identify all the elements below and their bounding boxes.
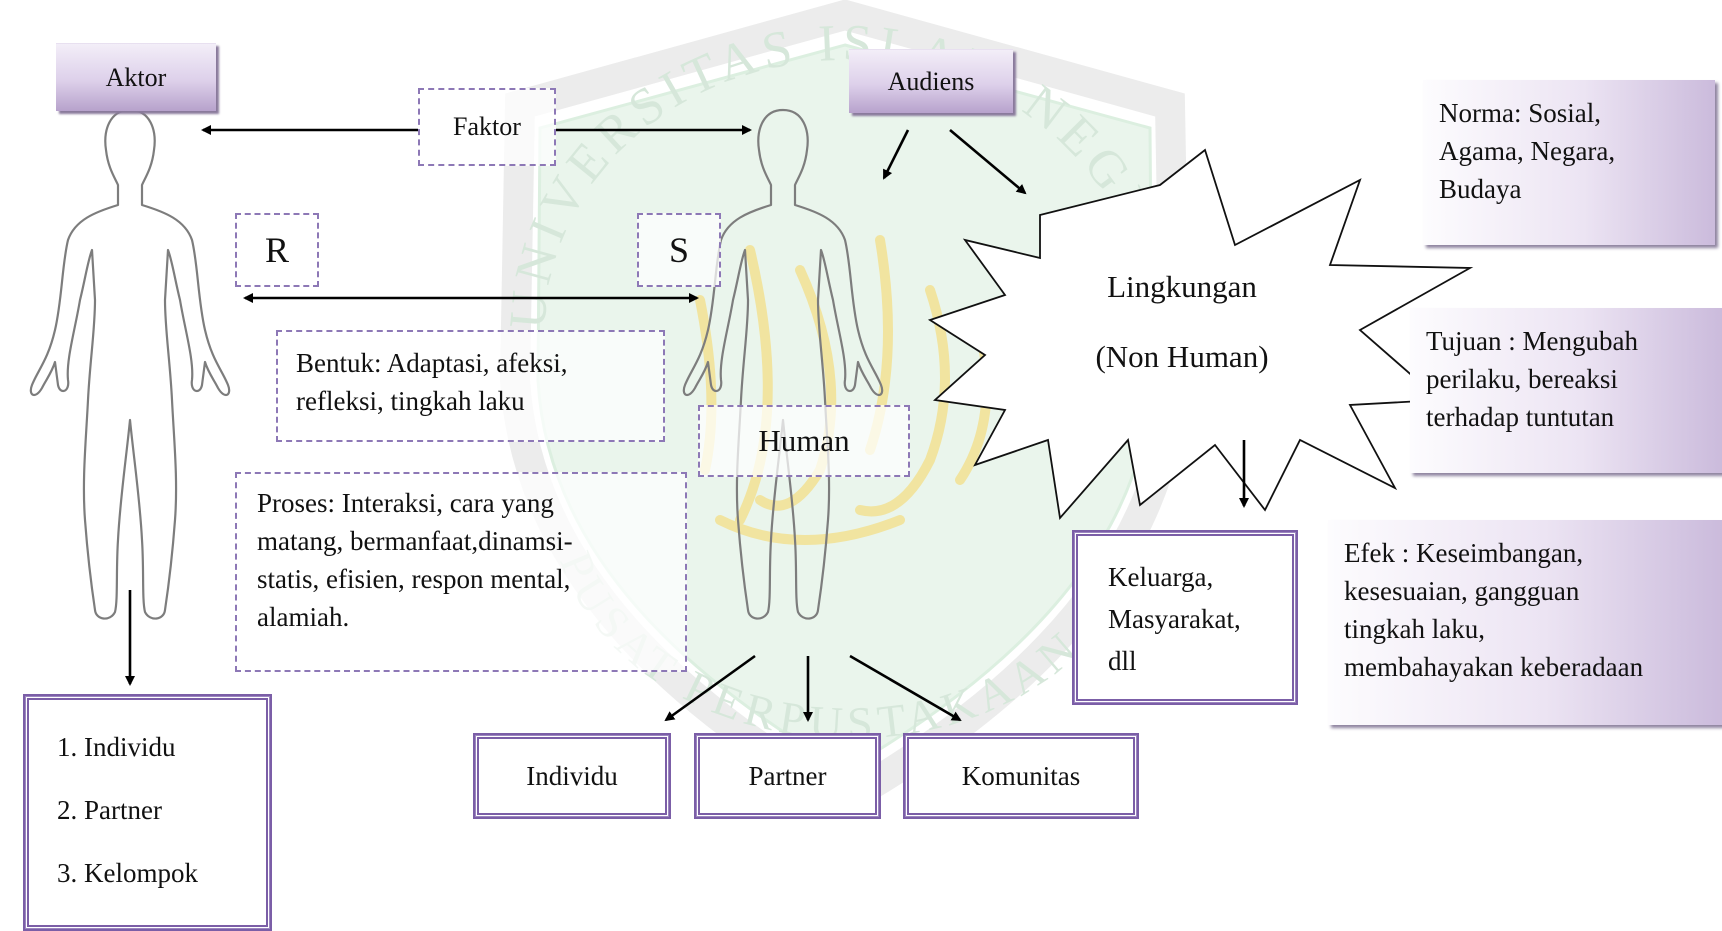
s-label: S [668,230,690,270]
goal-line-1: Tujuan : Mengubah [1426,326,1639,356]
norm-line-1: Norma: Sosial, [1439,98,1601,128]
env-type-line-2: Masyarakat, [1108,604,1241,634]
environment-line-2: (Non Human) [1095,339,1269,374]
factor-label: Faktor [453,112,521,141]
actor-type-item: 1. Individu [57,732,176,762]
actor-types-box: 1. Individu 2. Partner 3. Kelompok [23,694,272,931]
process-line-3: statis, efisien, respon mental, [257,564,571,594]
goal-line-2: perilaku, bereaksi [1426,364,1618,394]
effect-box: Efek : Keseimbangan, kesesuaian, ganggua… [1328,520,1722,725]
s-box: S [637,213,721,287]
human-type-komunitas: Komunitas [903,733,1139,819]
process-line-4: alamiah. [257,602,350,632]
human-label: Human [758,423,850,458]
env-type-line-3: dll [1108,646,1137,676]
form-line-2: refleksi, tingkah laku [296,386,525,416]
process-box: Proses: Interaksi, cara yang matang, ber… [235,472,687,672]
r-label: R [264,230,289,270]
actor-type-item: 2. Partner [57,795,162,825]
effect-line-1: Efek : Keseimbangan, [1344,538,1584,568]
environment-types-box: Keluarga, Masyarakat, dll [1072,530,1298,705]
goal-box: Tujuan : Mengubah perilaku, bereaksi ter… [1410,308,1722,473]
actor-body-outline [29,108,231,620]
form-line-1: Bentuk: Adaptasi, afeksi, [296,348,568,378]
effect-line-4: membahayakan keberadaan [1344,652,1644,682]
process-line-1: Proses: Interaksi, cara yang [257,488,554,518]
effect-line-2: kesesuaian, gangguan [1344,576,1580,606]
factor-box: Faktor [418,88,556,166]
audience-label-box: Audiens [849,49,1013,113]
human-type-label: Komunitas [961,760,1081,791]
environment-label: Lingkungan (Non Human) [1062,252,1302,392]
env-type-line-1: Keluarga, [1108,562,1214,592]
human-box: Human [698,405,910,477]
actor-types-list: 1. Individu 2. Partner 3. Kelompok [57,716,266,905]
form-box: Bentuk: Adaptasi, afeksi, refleksi, ting… [276,330,665,442]
human-type-partner: Partner [694,733,881,819]
human-type-label: Partner [748,760,827,791]
norm-line-3: Budaya [1439,174,1522,204]
arrow-audience-to-environment [949,129,1027,195]
actor-label: Aktor [105,62,167,92]
norm-line-2: Agama, Negara, [1439,136,1616,166]
norm-box: Norma: Sosial, Agama, Negara, Budaya [1423,80,1715,245]
effect-line-3: tingkah laku, [1344,614,1485,644]
process-line-2: matang, bermanfaat,dinamsi- [257,526,573,556]
audience-label: Audiens [887,66,975,96]
actor-type-item: 3. Kelompok [57,858,198,888]
human-type-individu: Individu [473,733,671,819]
human-type-label: Individu [526,760,618,791]
actor-label-box: Aktor [56,43,216,111]
environment-burst-shape [927,148,1474,521]
arrow-audience-to-human [882,129,910,180]
r-box: R [235,213,319,287]
arrow-human-to-individu [664,654,756,722]
environment-line-1: Lingkungan [1107,269,1257,304]
goal-line-3: terhadap tuntutan [1426,402,1615,432]
arrows [125,125,1249,722]
arrow-human-to-komunitas [849,654,962,722]
